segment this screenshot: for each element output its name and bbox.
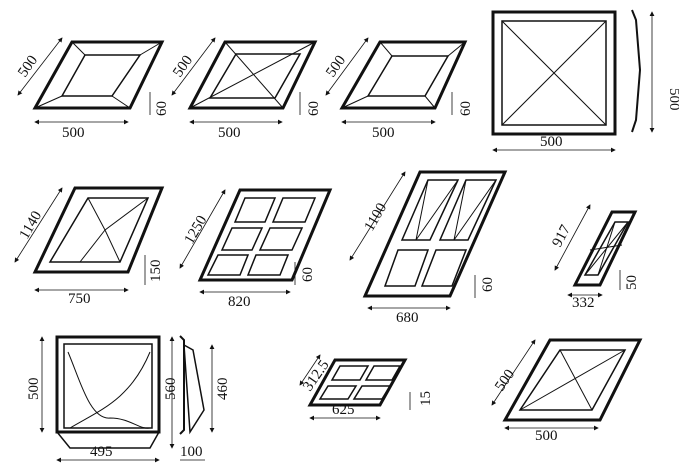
dim-width: 750	[68, 291, 91, 307]
dim-width: 500	[535, 428, 558, 444]
figure-4: 500 500	[491, 9, 679, 153]
dim-height: 60	[480, 277, 496, 292]
dim-depth: 100	[180, 444, 203, 460]
dim-height: 60	[458, 101, 474, 116]
dim-height: 60	[306, 101, 322, 116]
dim-height: 50	[624, 275, 640, 290]
dim-height: 500	[666, 88, 679, 111]
dim-width: 332	[572, 295, 595, 311]
figure-8: 917 332 50	[549, 204, 640, 311]
dim-width: 495	[90, 444, 113, 460]
dim-width: 500	[218, 125, 241, 141]
dim-slant: 1140	[17, 208, 46, 242]
dim-inner-height: 460	[215, 378, 231, 401]
dim-height: 500	[26, 378, 42, 401]
dim-width: 625	[332, 402, 355, 418]
figure-10: 312.5 625 15	[299, 354, 434, 421]
figure-9: 500 560 460 495 100	[26, 335, 231, 463]
figure-7: 1100 680 60	[349, 170, 508, 326]
dim-width: 680	[396, 310, 419, 326]
dim-width: 820	[228, 294, 251, 310]
figure-1: 500 500 60	[15, 37, 170, 141]
figure-6: 1250 820 60	[179, 188, 333, 310]
dim-slant: 1100	[362, 200, 391, 234]
dim-height: 60	[300, 267, 316, 282]
figure-11: 500 500	[491, 338, 643, 444]
dim-height: 15	[418, 391, 434, 406]
dim-slant: 500	[15, 53, 41, 81]
dim-width: 500	[372, 125, 395, 141]
dim-height: 150	[148, 260, 164, 283]
dim-width: 500	[540, 134, 563, 150]
dim-slant: 500	[323, 53, 349, 81]
dim-total-height: 560	[163, 378, 179, 401]
dim-slant: 500	[170, 53, 196, 81]
dim-slant: 1250	[182, 213, 211, 247]
dim-height: 60	[154, 101, 170, 116]
dim-slant: 917	[549, 222, 574, 250]
figure-5: 1140 750 150	[14, 186, 165, 307]
figure-3: 500 60 500	[323, 37, 474, 141]
dim-width: 500	[62, 125, 85, 141]
figure-2: 500 500 60	[170, 37, 322, 141]
